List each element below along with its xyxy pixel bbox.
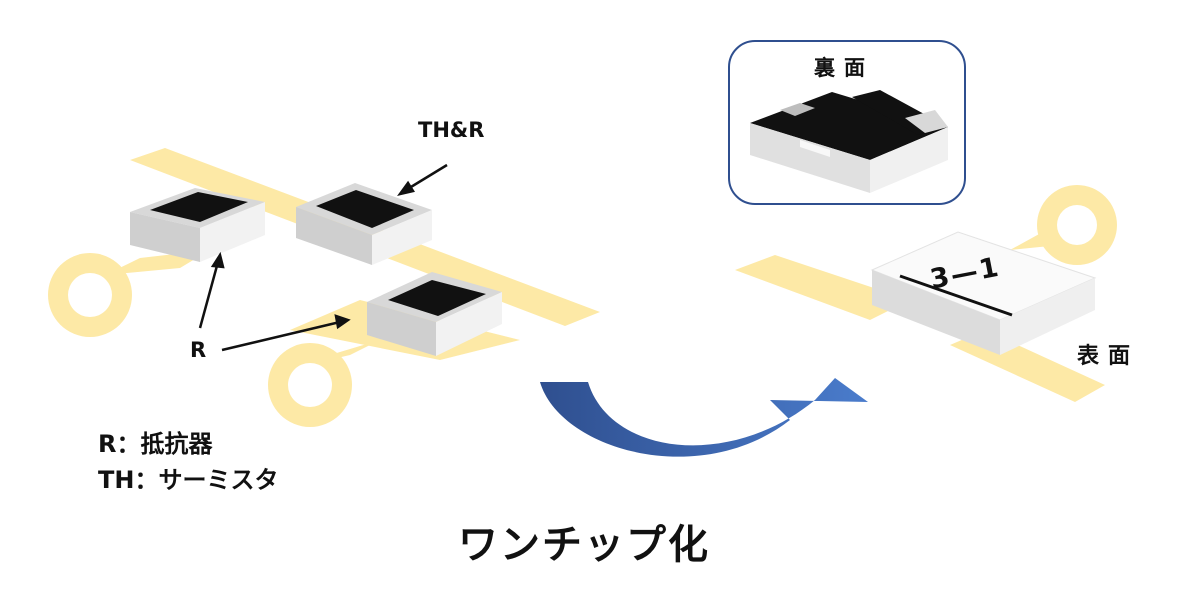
resistor-chip-bottom [367,272,502,356]
resistor-chip-left [130,188,265,262]
inset-chip-back [750,90,948,193]
back-side-label: 裏面 [814,56,874,80]
pointer-arrows [198,163,448,352]
one-chip-module [870,231,1097,355]
legend-item-resistor: R：抵抗器 [98,430,213,458]
right-ring-hole [1057,205,1097,245]
right-left-trace [735,255,910,320]
r-label: R [190,338,207,362]
legend-item-thermistor: TH：サーミスタ [98,466,279,494]
left-ring-hole [68,273,112,317]
front-side-label: 表面 [1077,344,1140,369]
th-and-r-label: TH&R [418,118,485,142]
caption: ワンチップ化 [458,522,710,568]
chip-marking-underline [899,274,1013,317]
bottom-ring-hole [288,363,332,407]
thermistor-resistor-chip [296,183,432,265]
legend: R：抵抗器 TH：サーミスタ [98,426,278,498]
arrow-thr [405,163,448,192]
transform-arrow [540,378,868,457]
arrow-r-right [221,320,341,352]
arrow-r-up [198,261,220,329]
